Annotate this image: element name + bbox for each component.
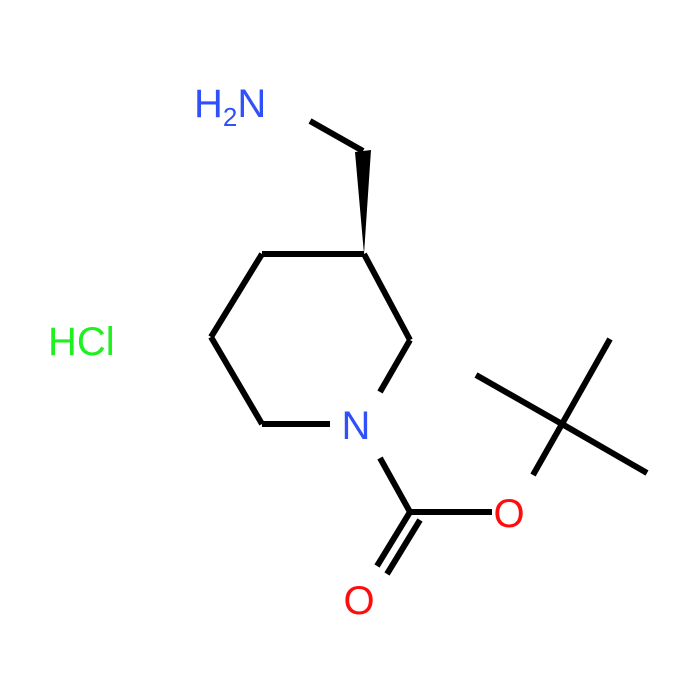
ring-bond-n-c2 <box>377 338 413 394</box>
bond-n-carbonyl-c <box>377 456 413 514</box>
stereo-wedge-bond <box>355 150 371 254</box>
hcl-counterion-label: HCl <box>48 320 115 364</box>
ring-bond-c2-c3 <box>361 252 413 342</box>
ring-nitrogen-label: N <box>342 404 371 448</box>
amine-n: N <box>237 82 266 126</box>
ester-oxygen-label: O <box>493 492 524 536</box>
ring-bond-c5-c6 <box>208 335 265 426</box>
tbu-methyl-bond-3 <box>560 421 649 476</box>
carbonyl-double-bond-2 <box>384 518 423 576</box>
tbu-methyl-bond-1 <box>474 372 564 427</box>
carbonyl-oxygen-label: O <box>343 579 374 623</box>
amine-label: H2N <box>194 82 266 132</box>
carbonyl-double-bond-1 <box>374 510 413 568</box>
ring-bond-c4-c5 <box>208 252 265 339</box>
tbu-methyl-bond-2 <box>559 337 613 426</box>
bond-ch2-amine <box>308 118 365 154</box>
amine-subscript: 2 <box>223 102 237 132</box>
bond-ester-o-tbu <box>530 422 565 477</box>
amine-h: H <box>194 82 223 126</box>
